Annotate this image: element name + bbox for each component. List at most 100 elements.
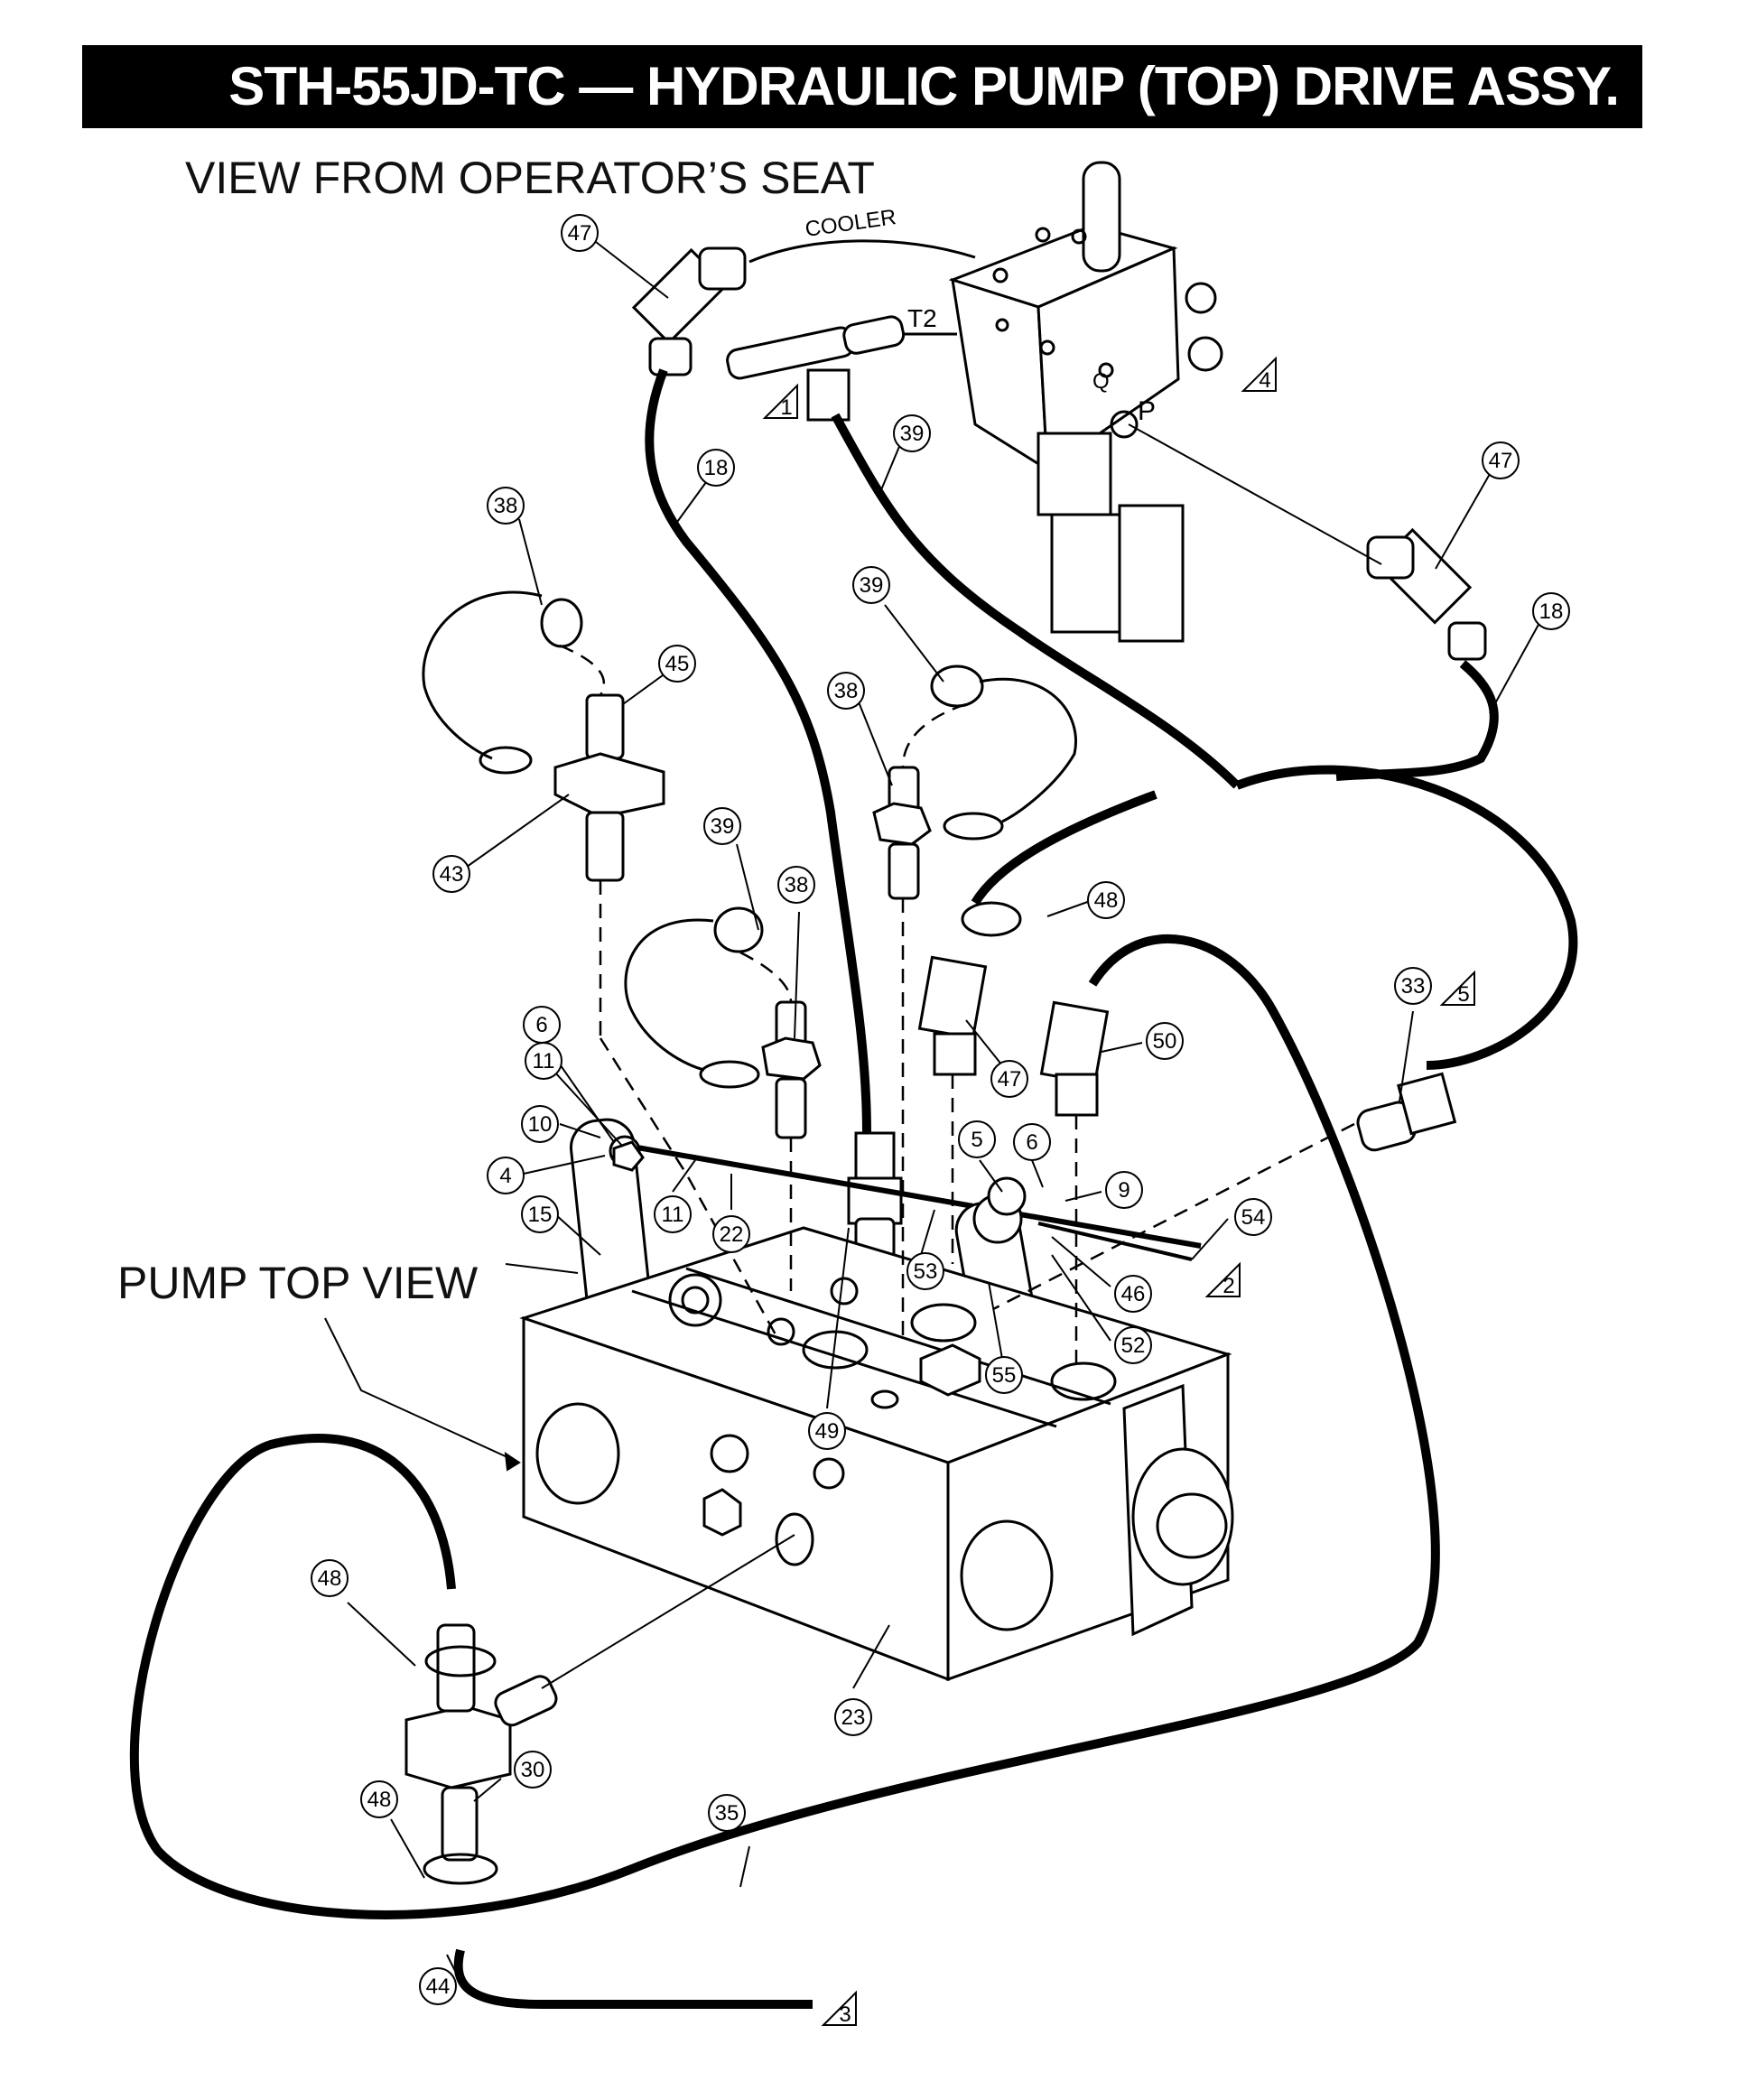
callout-50: 50	[1146, 1022, 1184, 1060]
callout-label: 39	[900, 422, 925, 446]
hose-44	[453, 1948, 813, 2009]
title-bar: STH-55JD-TC — HYDRAULIC PUMP (TOP) DRIVE…	[82, 45, 1642, 128]
callout-label: 38	[785, 873, 809, 897]
callout-46: 46	[1114, 1275, 1152, 1313]
callout-47: 47	[1482, 441, 1520, 479]
note-label: 5	[1457, 982, 1469, 1007]
callout-label: 48	[367, 1788, 392, 1812]
note-triangle-5: 5	[1439, 970, 1475, 1007]
hose-43	[831, 413, 1241, 789]
note-triangle-1: 1	[762, 383, 798, 420]
callout-label: 50	[1153, 1029, 1177, 1054]
page-title: STH-55JD-TC — HYDRAULIC PUMP (TOP) DRIVE…	[228, 56, 1620, 116]
fitting-33	[1356, 1072, 1457, 1152]
callout-label: 47	[1489, 449, 1513, 473]
callout-label: 30	[521, 1758, 545, 1782]
note-label: 1	[780, 395, 792, 420]
hose-18-right	[1335, 660, 1499, 781]
callout-label: 18	[704, 456, 729, 480]
callout-label: 23	[841, 1705, 866, 1730]
fitting-45	[422, 590, 665, 882]
callout-10: 10	[521, 1105, 559, 1143]
callout-label: 4	[499, 1164, 511, 1188]
callout-44: 44	[419, 1967, 457, 2005]
callout-label: 35	[715, 1801, 739, 1826]
callout-38: 38	[827, 672, 865, 710]
callout-18: 18	[1532, 592, 1570, 630]
pump-body	[519, 1226, 1234, 1682]
tee-fitting-30	[404, 1534, 795, 1885]
callout-label: 44	[426, 1975, 451, 1999]
callout-39: 39	[703, 807, 741, 845]
callout-52: 52	[1114, 1326, 1152, 1364]
hose-long-right	[1235, 765, 1578, 1070]
cooler-label: COOLER	[804, 205, 897, 242]
callout-label: 9	[1118, 1178, 1130, 1203]
elbow-fitting-47-right	[1366, 527, 1487, 661]
callout-38: 38	[777, 866, 815, 904]
callout-35: 35	[708, 1794, 746, 1832]
callout-11: 11	[525, 1042, 562, 1080]
callout-label: 45	[665, 652, 690, 676]
hose-47-lower	[971, 790, 1157, 906]
callout-18: 18	[697, 449, 735, 487]
callout-4: 4	[487, 1157, 525, 1194]
note-triangle-4: 4	[1241, 356, 1277, 393]
callout-label: 43	[440, 862, 464, 887]
callout-5: 5	[958, 1120, 996, 1158]
t2-label: T2	[907, 304, 937, 332]
q-label: Q	[1092, 369, 1110, 394]
callout-label: 46	[1121, 1282, 1146, 1306]
control-valve-block	[948, 161, 1223, 643]
callout-6: 6	[1013, 1123, 1051, 1161]
callout-label: 22	[720, 1222, 744, 1247]
callout-45: 45	[658, 645, 696, 683]
callout-label: 5	[971, 1128, 982, 1152]
callout-label: 49	[815, 1419, 840, 1444]
callout-label: 47	[568, 221, 592, 246]
note-label: 2	[1222, 1274, 1234, 1298]
callout-23: 23	[834, 1698, 872, 1736]
callout-label: 39	[860, 573, 884, 598]
callout-39: 39	[893, 414, 931, 452]
callout-label: 33	[1401, 974, 1426, 999]
callout-47: 47	[561, 214, 599, 252]
callout-label: 11	[533, 1049, 555, 1073]
callout-55: 55	[985, 1356, 1023, 1394]
callout-9: 9	[1105, 1171, 1143, 1209]
callout-47: 47	[990, 1060, 1028, 1098]
callout-label: 39	[711, 814, 735, 839]
callout-label: 53	[914, 1259, 938, 1284]
callout-39: 39	[852, 566, 890, 604]
callout-label: 15	[528, 1203, 553, 1227]
note-label: 3	[839, 2002, 851, 2027]
callout-43: 43	[432, 855, 470, 893]
dashed-leaders	[559, 644, 1355, 1372]
elbow-fitting-47-top	[631, 246, 747, 376]
p-label: P	[1138, 396, 1156, 426]
callout-33: 33	[1394, 967, 1432, 1005]
callout-30: 30	[514, 1751, 552, 1789]
note-label: 4	[1259, 368, 1270, 393]
note-triangle-2: 2	[1204, 1261, 1241, 1298]
hose-35	[129, 934, 1440, 1919]
callout-48: 48	[311, 1559, 349, 1597]
callout-label: 6	[535, 1013, 547, 1037]
callout-leaders	[324, 241, 1540, 1983]
callout-label: 47	[998, 1067, 1022, 1092]
callout-label: 10	[528, 1112, 553, 1137]
pump-top-view-label: PUMP TOP VIEW	[117, 1258, 479, 1308]
tee-fitting	[726, 315, 906, 422]
elbow-fitting-50	[1039, 1000, 1110, 1117]
callout-15: 15	[521, 1195, 559, 1233]
callout-label: 38	[494, 494, 518, 518]
callout-label: 48	[1094, 888, 1119, 913]
callout-label: 52	[1121, 1333, 1146, 1358]
callout-label: 6	[1026, 1130, 1037, 1155]
callout-label: 38	[834, 679, 859, 703]
view-label: VIEW FROM OPERATOR’S SEAT	[185, 153, 875, 203]
callout-6: 6	[523, 1006, 561, 1044]
